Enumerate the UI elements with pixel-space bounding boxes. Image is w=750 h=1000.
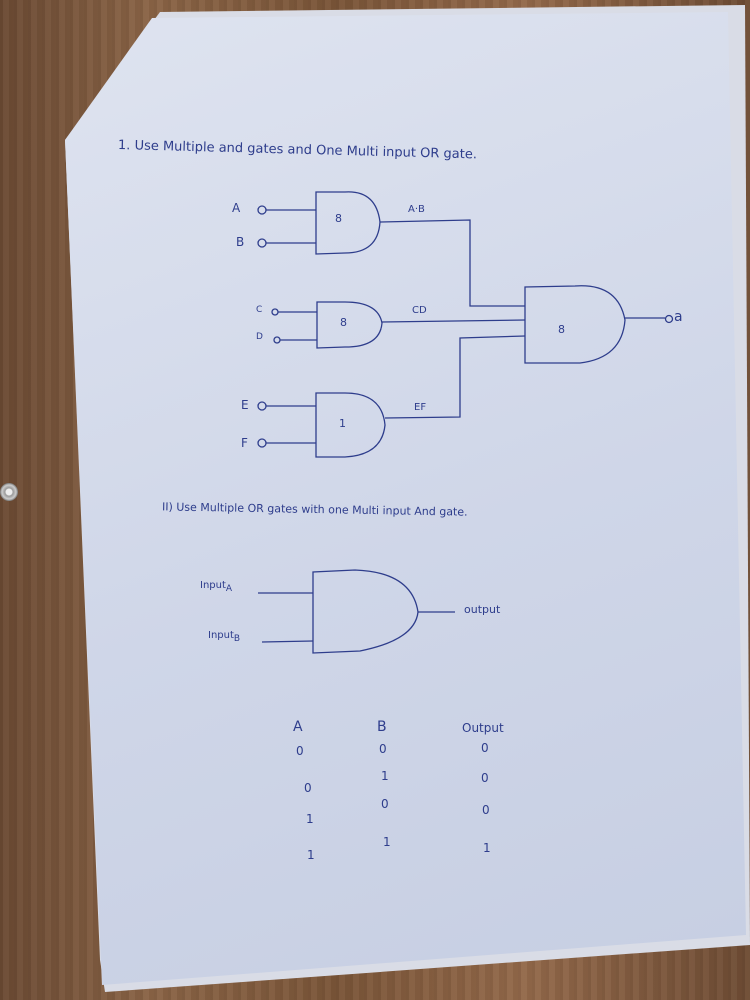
input-a-label: InputA — [200, 580, 232, 594]
cell: 1 — [483, 841, 491, 855]
multi-input-gate — [524, 285, 674, 364]
and-gate-section2 — [258, 569, 455, 654]
cell: 0 — [296, 744, 304, 758]
wire-label-ab: A·B — [408, 204, 425, 215]
input-b-subscript: B — [233, 634, 241, 644]
gate-mark-3: 1 — [339, 417, 346, 430]
wire-label-ef: EF — [414, 402, 427, 413]
header-a: A — [293, 719, 303, 735]
output-text: output — [464, 603, 501, 616]
input-b-text: Input — [208, 630, 234, 641]
and-gate-2 — [271, 301, 526, 349]
cell: 1 — [307, 848, 315, 862]
cell: 0 — [481, 771, 489, 785]
input-b-label: InputB — [208, 630, 240, 644]
header-output: Output — [462, 721, 504, 735]
input-a: A — [232, 201, 241, 215]
gate-mark-4: 8 — [558, 323, 565, 336]
screw — [0, 483, 18, 501]
input-a-text: Input — [200, 580, 226, 591]
cell: 1 — [383, 835, 391, 849]
output-label: a — [674, 309, 683, 325]
and-gate-1 — [257, 191, 525, 307]
input-b: B — [236, 235, 245, 249]
gate-mark-2: 8 — [340, 316, 347, 329]
cell: 0 — [381, 797, 389, 811]
input-a-subscript: A — [225, 584, 233, 594]
input-c: C — [256, 305, 263, 315]
cell: 0 — [379, 742, 387, 756]
cell: 1 — [306, 812, 314, 826]
gate-mark-1: 8 — [335, 212, 342, 225]
cell: 0 — [482, 803, 490, 817]
wire-label-cd: CD — [412, 305, 427, 316]
input-e: E — [241, 398, 249, 412]
cell: 0 — [304, 781, 312, 795]
input-d: D — [256, 332, 263, 342]
header-b: B — [377, 719, 387, 735]
cell: 0 — [481, 741, 489, 755]
input-f: F — [241, 436, 248, 450]
and-gate-3 — [257, 335, 526, 458]
cell: 1 — [381, 769, 389, 783]
